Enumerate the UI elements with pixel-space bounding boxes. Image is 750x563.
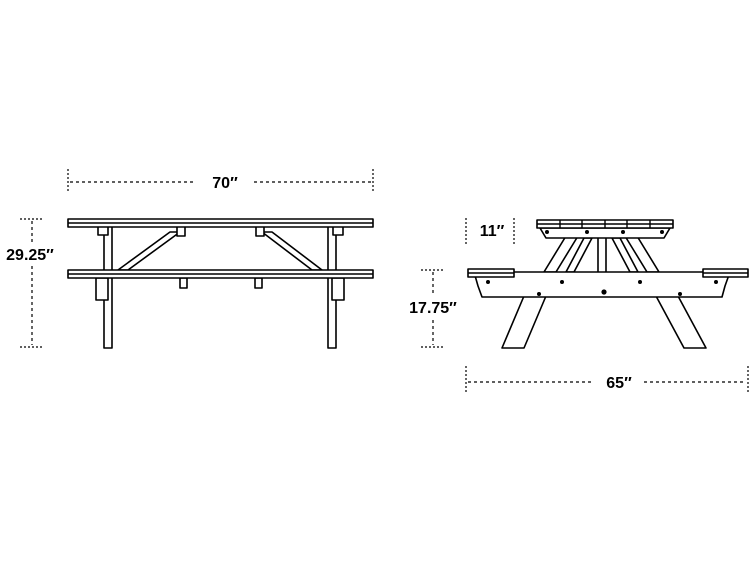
side-seat-height-dimension: 17.75″ xyxy=(409,269,457,348)
side-bolts xyxy=(486,230,718,296)
side-view: 11″ 17.75″ 65″ xyxy=(409,218,749,394)
front-seat-cleat-mid-right xyxy=(254,277,263,289)
side-top-offset-dimension: 11″ xyxy=(465,218,515,244)
side-depth-dimension: 65″ xyxy=(465,366,749,394)
side-top-cleat xyxy=(539,227,671,239)
front-seat-bracket-right xyxy=(331,277,345,301)
front-height-label: 29.25″ xyxy=(6,247,54,264)
front-seat-cleat-mid-left xyxy=(179,277,188,289)
front-width-label: 70″ xyxy=(212,175,238,192)
front-view: 70″ 29.25″ xyxy=(6,169,374,349)
front-left-brace xyxy=(117,231,181,271)
side-center-brace xyxy=(597,233,607,275)
side-right-lower-leg xyxy=(655,295,707,349)
side-left-lower-leg xyxy=(501,295,547,349)
front-width-dimension: 70″ xyxy=(67,169,374,193)
front-right-brace xyxy=(261,231,323,271)
front-seat-bracket-left xyxy=(95,277,109,301)
side-seat-height-label: 17.75″ xyxy=(409,300,457,317)
front-height-dimension: 29.25″ xyxy=(6,218,54,348)
side-top-offset-label: 11″ xyxy=(480,223,505,240)
side-depth-label: 65″ xyxy=(606,375,632,392)
